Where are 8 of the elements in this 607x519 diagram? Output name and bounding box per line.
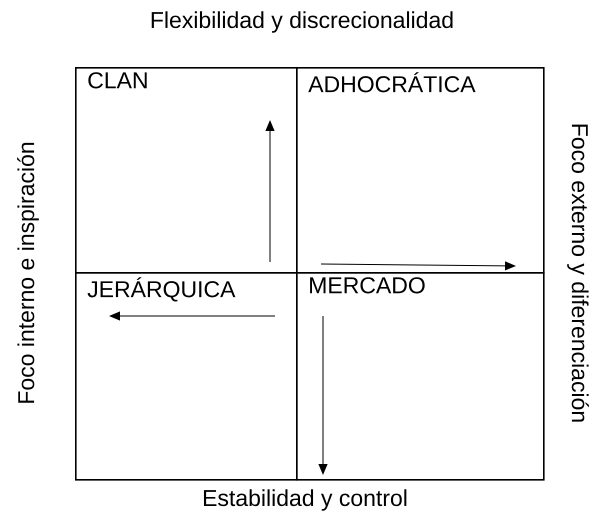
quadrant-box: ADHOCRÁTICA — [296, 67, 545, 274]
axis-label: Foco interno e inspiración — [17, 142, 39, 403]
axis-label: Estabilidad y control — [204, 489, 406, 511]
quadrant-box: MERCADO — [296, 272, 545, 481]
axis-label: Foco externo y diferenciación — [567, 124, 589, 422]
quadrant-box: CLAN — [75, 67, 298, 274]
quadrant-box: JERÁRQUICA — [75, 272, 298, 481]
axis-label: Flexibilidad y discrecionalidad — [152, 11, 453, 33]
